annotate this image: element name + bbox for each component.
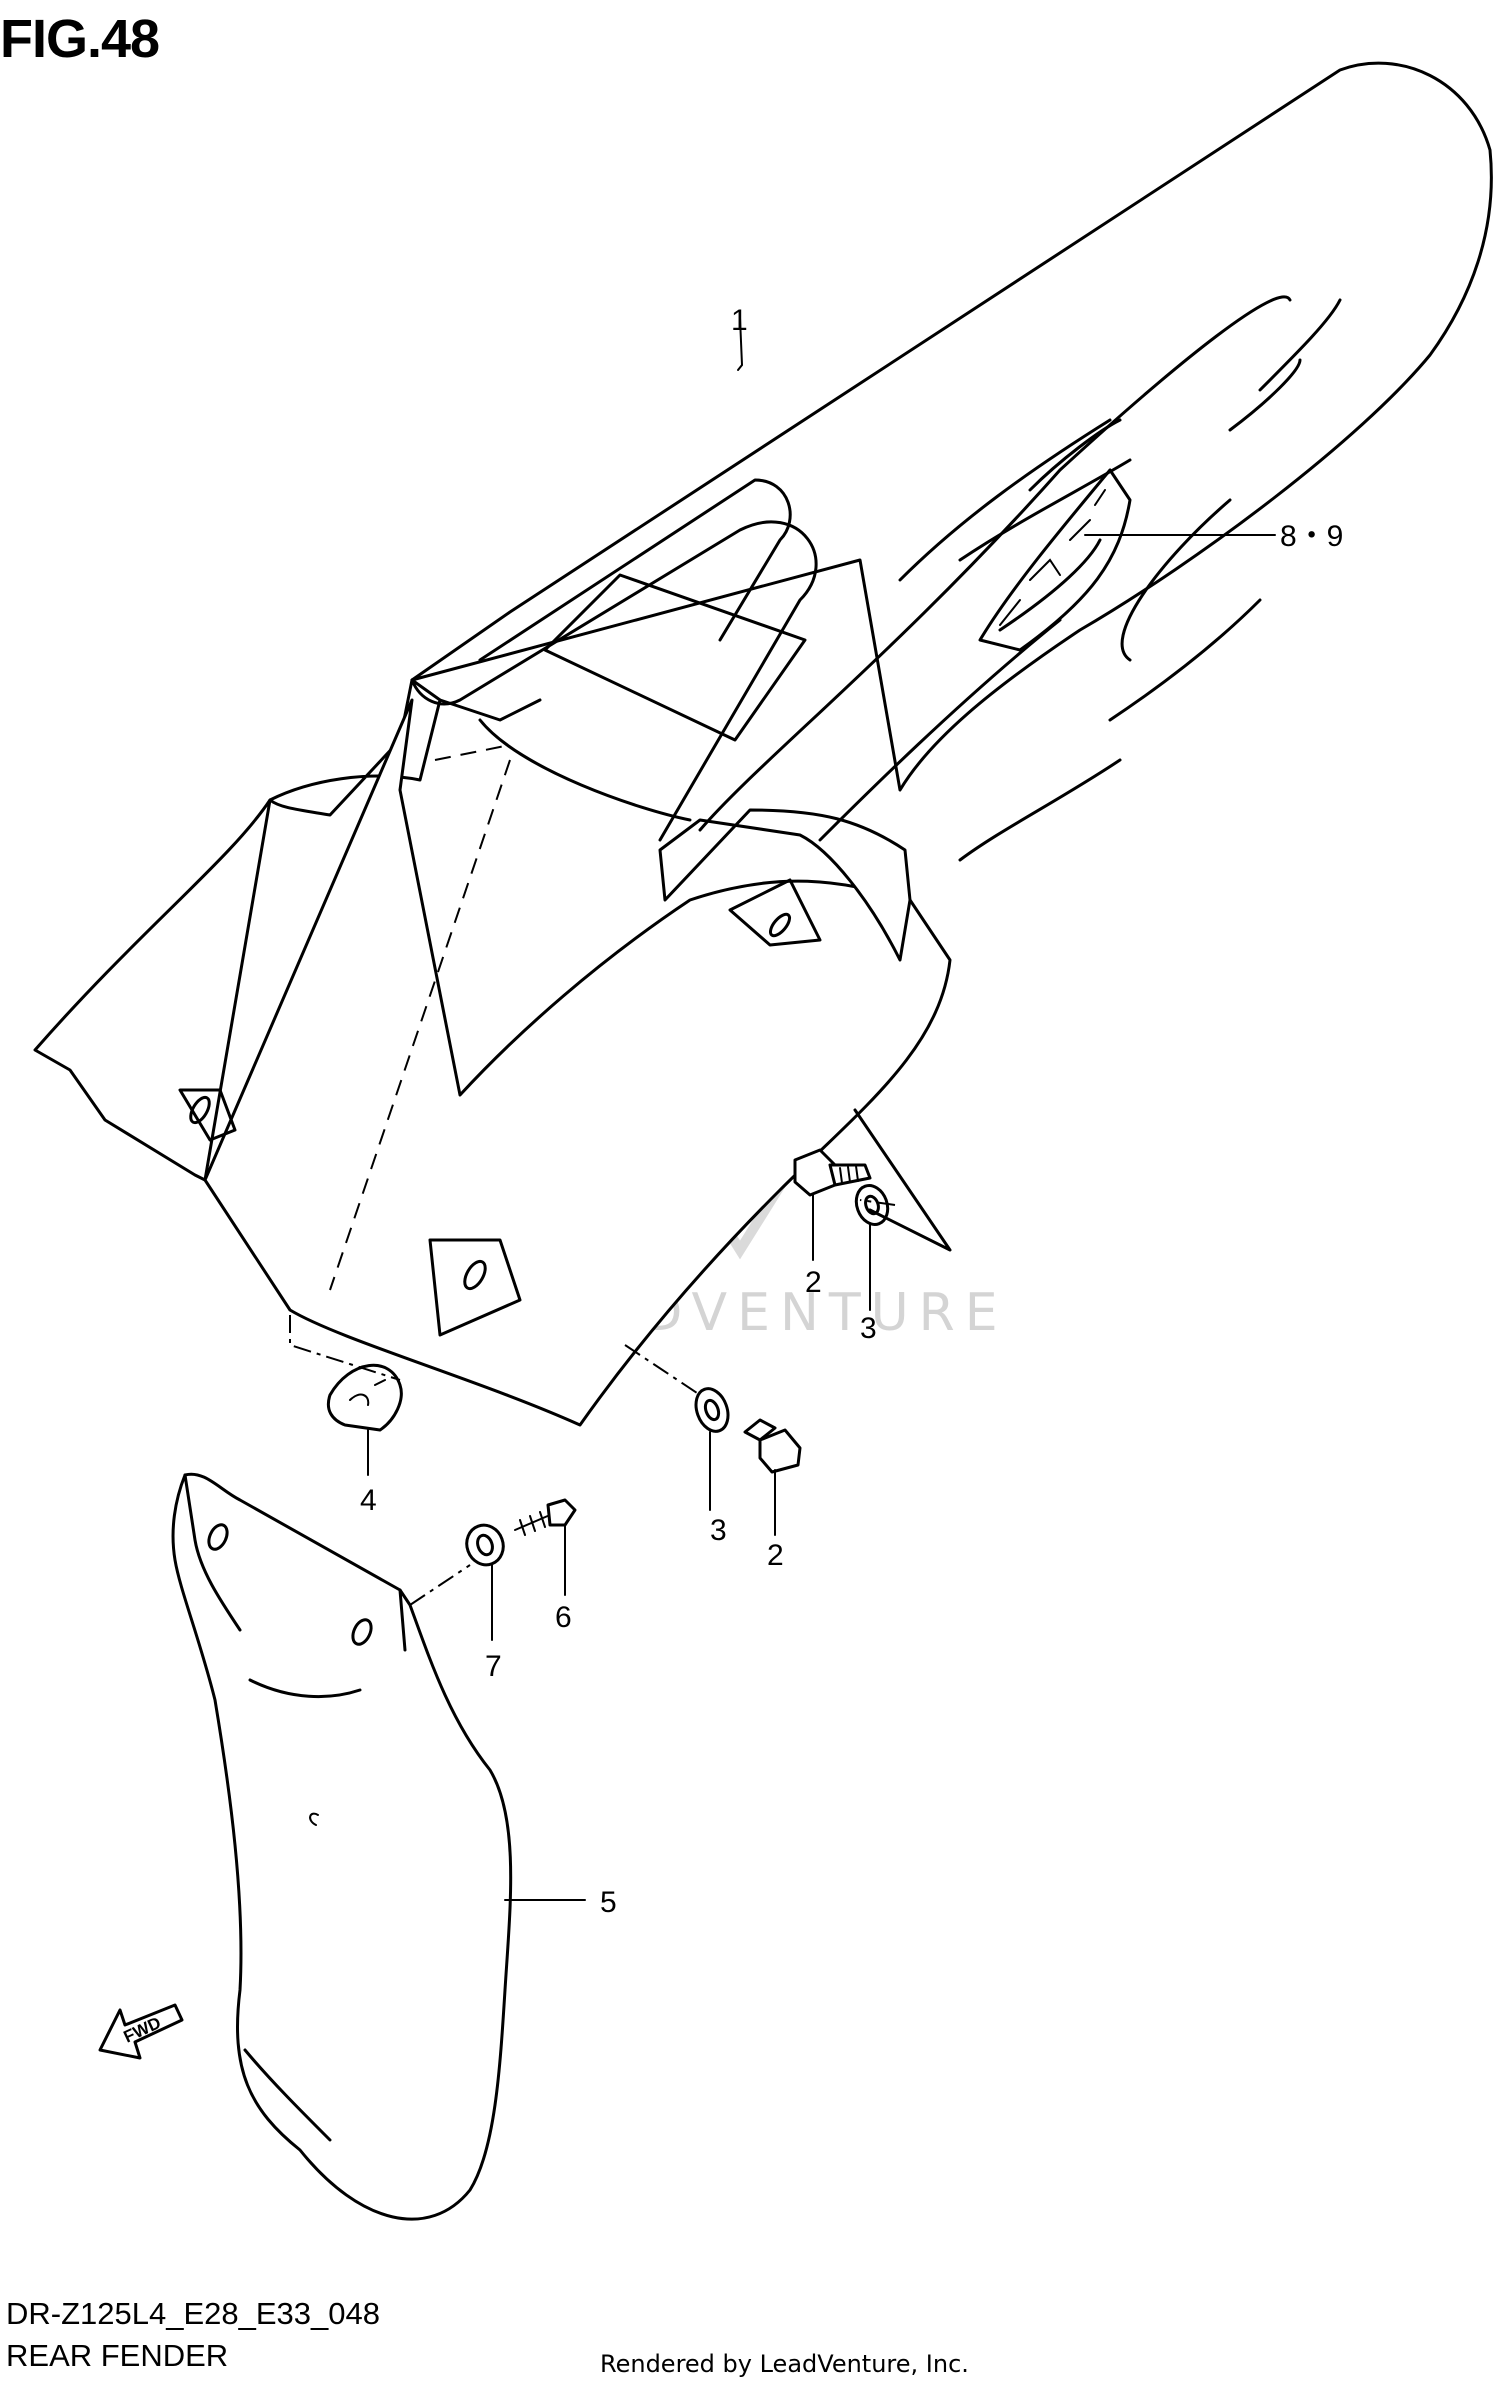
rear-fender-drawing bbox=[33, 61, 1493, 1427]
model-code: DR-Z125L4_E28_E33_048 bbox=[6, 2296, 380, 2331]
guide-lower-middle bbox=[624, 1344, 701, 1396]
callout-1: 1 bbox=[731, 304, 748, 337]
guide-arrow-upper-right bbox=[853, 1108, 952, 1252]
render-credit: Rendered by LeadVenture, Inc. bbox=[600, 2350, 969, 2378]
fwd-arrow-icon: FWD bbox=[98, 2003, 184, 2060]
callout-6: 6 bbox=[555, 1601, 572, 1634]
mud-flap-drawing bbox=[171, 1472, 513, 2221]
callout-7: 7 bbox=[485, 1650, 502, 1683]
screw-drawing bbox=[514, 1498, 577, 1536]
washer-lower-drawing bbox=[694, 1387, 730, 1433]
callout-4: 4 bbox=[360, 1484, 377, 1517]
callout-5: 5 bbox=[600, 1886, 617, 1919]
callout-3a: 3 bbox=[860, 1312, 877, 1345]
grommet-plate-drawing bbox=[289, 1315, 403, 1432]
callout-8-9: 8・9 bbox=[1280, 520, 1343, 553]
callout-2b: 2 bbox=[767, 1539, 784, 1572]
guide-flap-screw bbox=[409, 1564, 471, 1606]
washer-screw-drawing bbox=[465, 1523, 505, 1567]
bolt-upper-drawing bbox=[793, 1148, 872, 1197]
guide-upper-right bbox=[859, 1199, 896, 1206]
section-name: REAR FENDER bbox=[6, 2338, 229, 2373]
figure-title: FIG.48 bbox=[0, 9, 160, 69]
bolt-lower-drawing bbox=[743, 1418, 802, 1474]
callout-2a: 2 bbox=[805, 1266, 822, 1299]
callout-3b: 3 bbox=[710, 1514, 727, 1547]
washer-upper-drawing bbox=[854, 1184, 890, 1226]
leader-lines bbox=[367, 317, 1276, 1901]
